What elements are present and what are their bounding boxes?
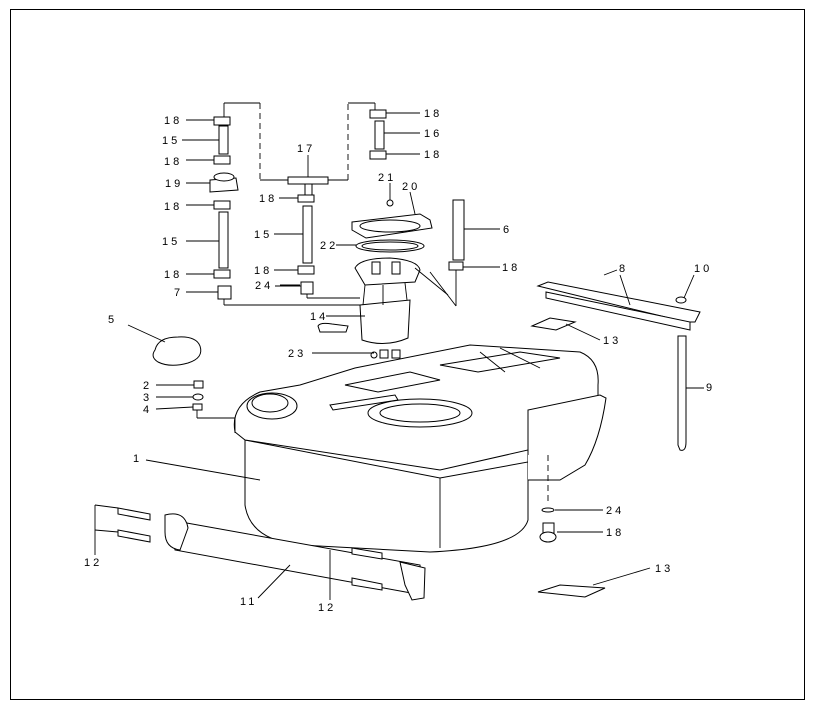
- label-18-j: 18: [606, 527, 624, 539]
- label-2: 2: [143, 380, 152, 392]
- label-18-g: 18: [424, 108, 442, 120]
- label-17: 17: [297, 143, 315, 155]
- label-12-a: 12: [84, 557, 102, 569]
- label-20: 20: [402, 181, 420, 193]
- heat-shield: [536, 281, 701, 451]
- drain-plug: [539, 455, 557, 543]
- diagram-frame: [10, 9, 805, 700]
- pad-lower: [537, 584, 606, 598]
- vent-tube: [448, 199, 465, 306]
- label-23: 23: [288, 348, 306, 360]
- label-10: 10: [694, 263, 712, 275]
- label-3: 3: [143, 392, 152, 404]
- leader-lines: [127, 112, 704, 599]
- label-18-d: 18: [164, 269, 182, 281]
- bolt-washer-set: [192, 380, 236, 433]
- label-18-h: 18: [424, 149, 442, 161]
- fuel-pump-assembly: [317, 199, 457, 359]
- label-15-c: 15: [254, 229, 272, 241]
- label-12-b: 12: [318, 602, 336, 614]
- label-7: 7: [174, 287, 183, 299]
- fuel-tank: [233, 344, 607, 553]
- filler-cap: [152, 336, 202, 366]
- label-18-b: 18: [164, 156, 182, 168]
- label-24-a: 24: [255, 280, 273, 292]
- label-14: 14: [310, 311, 328, 323]
- label-21: 21: [378, 172, 396, 184]
- right-hose-column: [369, 103, 387, 160]
- label-15-a: 15: [162, 135, 180, 147]
- label-18-c: 18: [164, 201, 182, 213]
- label-13-a: 13: [603, 335, 621, 347]
- label-4: 4: [143, 404, 152, 416]
- pad-upper: [530, 317, 577, 331]
- label-18-f: 18: [254, 265, 272, 277]
- label-5: 5: [108, 314, 117, 326]
- label-15-b: 15: [162, 236, 180, 248]
- label-11: 11: [240, 596, 257, 608]
- label-18-i: 18: [502, 262, 520, 274]
- label-9: 9: [706, 382, 715, 394]
- tank-strap: [164, 513, 426, 601]
- left-hose-column: [209, 102, 360, 306]
- label-8: 8: [619, 263, 628, 275]
- label-24-b: 24: [606, 505, 624, 517]
- label-22: 22: [320, 240, 338, 252]
- label-16: 16: [424, 128, 442, 140]
- label-6: 6: [503, 224, 512, 236]
- label-18-a: 18: [164, 115, 182, 127]
- label-13-b: 13: [655, 563, 673, 575]
- label-18-e: 18: [259, 193, 277, 205]
- label-1: 1: [133, 453, 142, 465]
- center-hose-column: [259, 102, 375, 299]
- strap-bolts: [94, 504, 383, 600]
- label-19: 19: [165, 178, 183, 190]
